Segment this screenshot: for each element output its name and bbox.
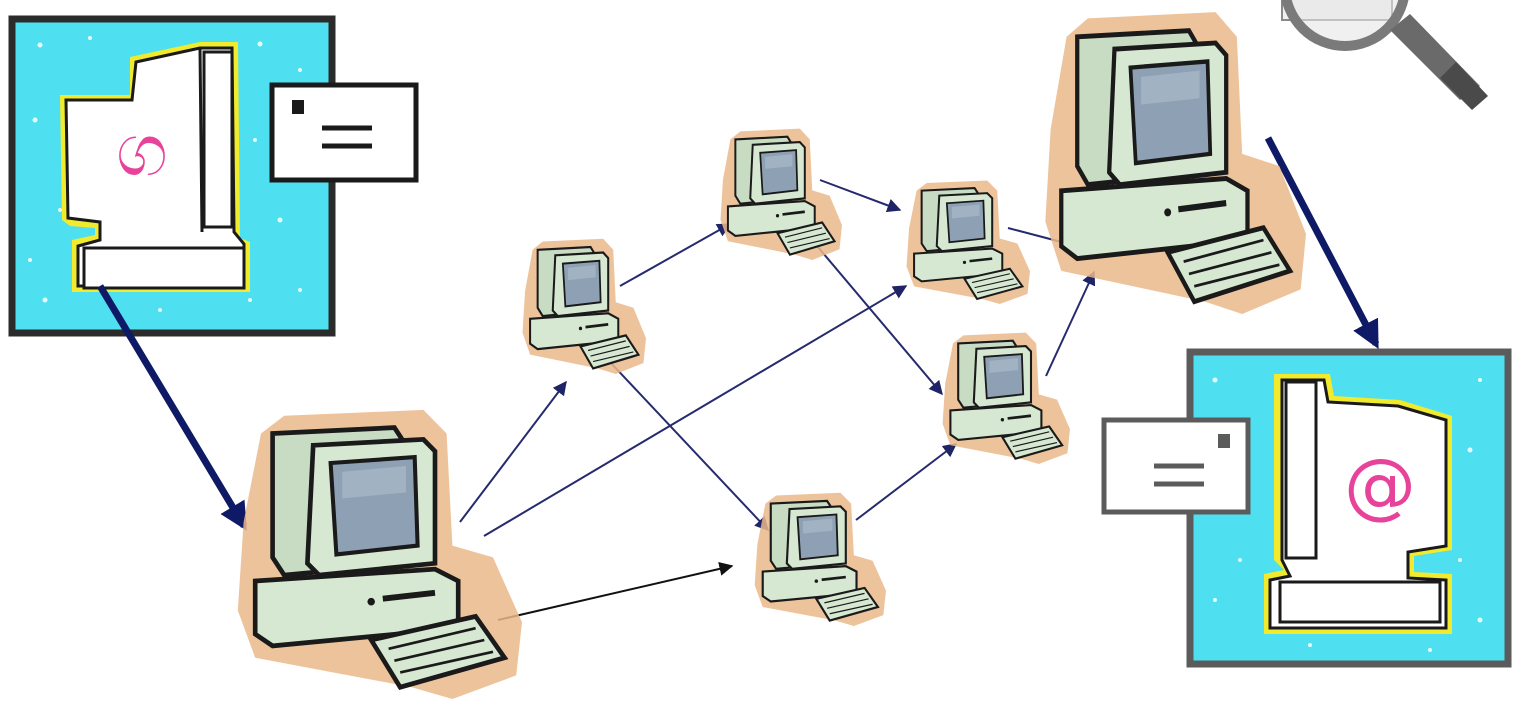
envelope-icon (1101, 417, 1251, 515)
router-computer (905, 179, 1032, 306)
router-computer (719, 127, 844, 262)
deliver-arrow (1264, 136, 1380, 349)
router-computer (941, 331, 1072, 466)
magnifier-icon (1281, 0, 1488, 110)
receiver-symbol: @ (1344, 443, 1416, 527)
envelope-icon (269, 82, 419, 183)
origin-server (238, 410, 522, 699)
send-arrow (96, 284, 248, 531)
sender-panel: ග (8, 15, 419, 337)
destination-server (1045, 12, 1306, 314)
sender-symbol: ග (116, 108, 167, 192)
route-arrows (459, 179, 1096, 621)
receiver-panel: @ (1101, 348, 1512, 668)
router-computer (521, 237, 648, 376)
